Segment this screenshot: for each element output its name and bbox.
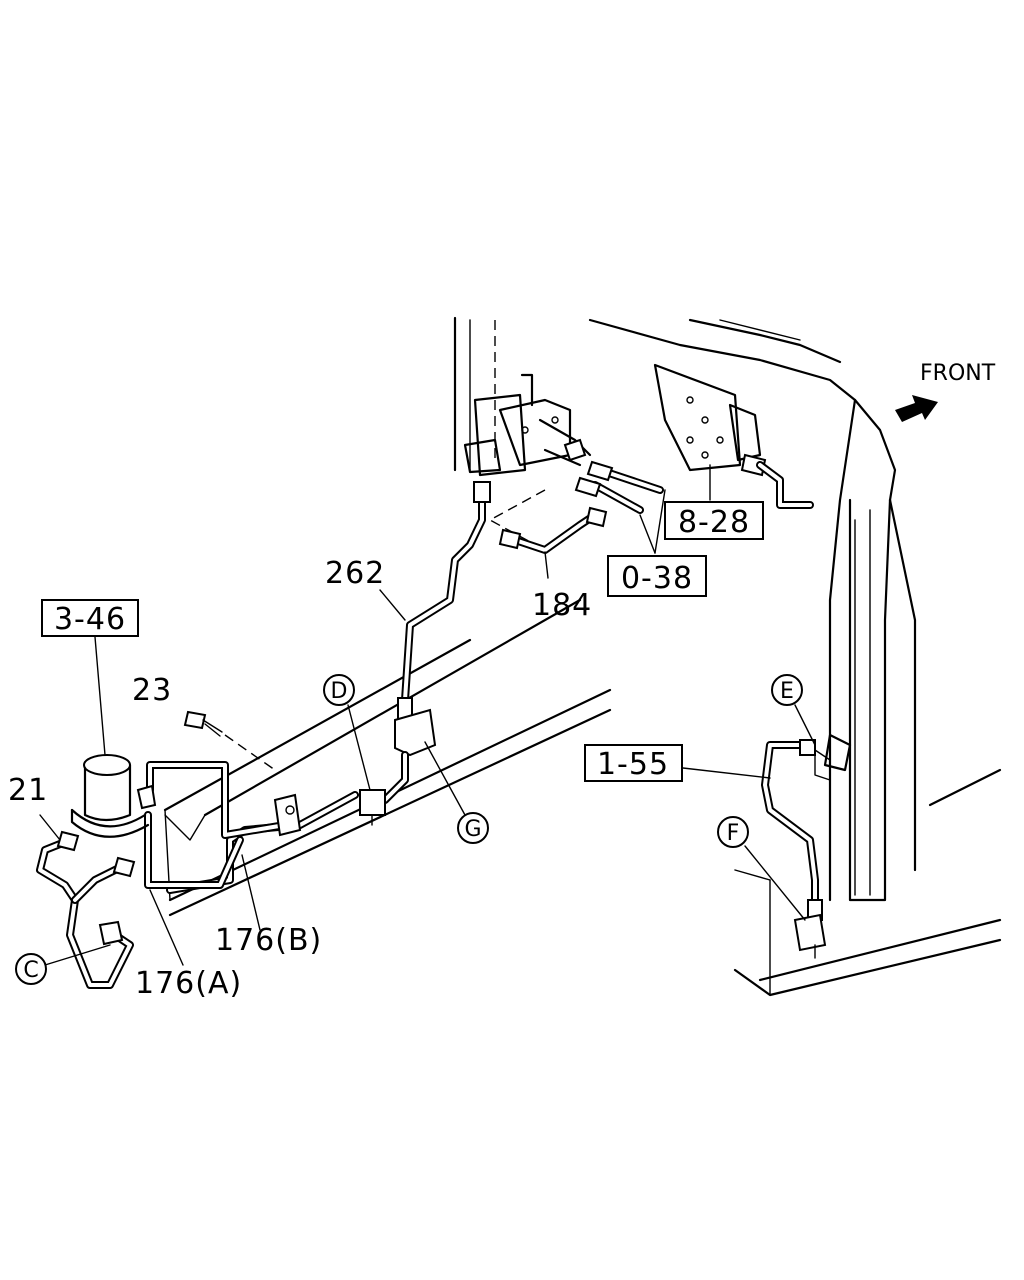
front-label: FRONT	[920, 361, 996, 386]
frame-outline	[163, 316, 1002, 997]
part-176a: 176(A)	[135, 966, 242, 1001]
ref-label-8-28: 8-28	[678, 505, 750, 540]
svg-text:F: F	[727, 821, 740, 846]
callout-d: D	[323, 674, 355, 706]
callout-g: G	[457, 812, 489, 844]
part-184: 184	[532, 588, 592, 623]
callout-c: C	[15, 953, 47, 985]
front-arrow-icon	[895, 395, 938, 422]
part-176b: 176(B)	[215, 923, 322, 958]
ref-label-0-38: 0-38	[621, 561, 693, 596]
callout-f: F	[717, 816, 749, 848]
pipe-21	[36, 830, 136, 989]
leader-lines	[39, 464, 816, 966]
part-262: 262	[325, 556, 385, 591]
part-23: 23	[132, 673, 172, 708]
pipe-176	[144, 761, 302, 889]
valve-assembly	[463, 373, 814, 514]
front-indicator: FRONT	[895, 361, 996, 422]
ref-3-46: 3-46	[41, 599, 139, 637]
ref-label-3-46: 3-46	[54, 602, 126, 637]
callout-e: E	[771, 674, 803, 706]
svg-text:E: E	[780, 679, 794, 704]
svg-text:D: D	[331, 679, 348, 704]
hose-184	[488, 489, 608, 554]
svg-text:G: G	[464, 817, 481, 842]
bolt-23	[183, 710, 276, 771]
svg-text:C: C	[23, 958, 38, 983]
air-tank	[70, 754, 157, 838]
ref-0-38: 0-38	[607, 555, 707, 597]
pipe-1-55	[761, 739, 827, 959]
pipe-262	[397, 481, 491, 721]
part-21: 21	[8, 773, 48, 808]
ref-8-28: 8-28	[664, 501, 764, 540]
ref-1-55: 1-55	[584, 744, 683, 782]
ref-label-1-55: 1-55	[597, 747, 669, 782]
tee-block-g	[381, 708, 437, 804]
